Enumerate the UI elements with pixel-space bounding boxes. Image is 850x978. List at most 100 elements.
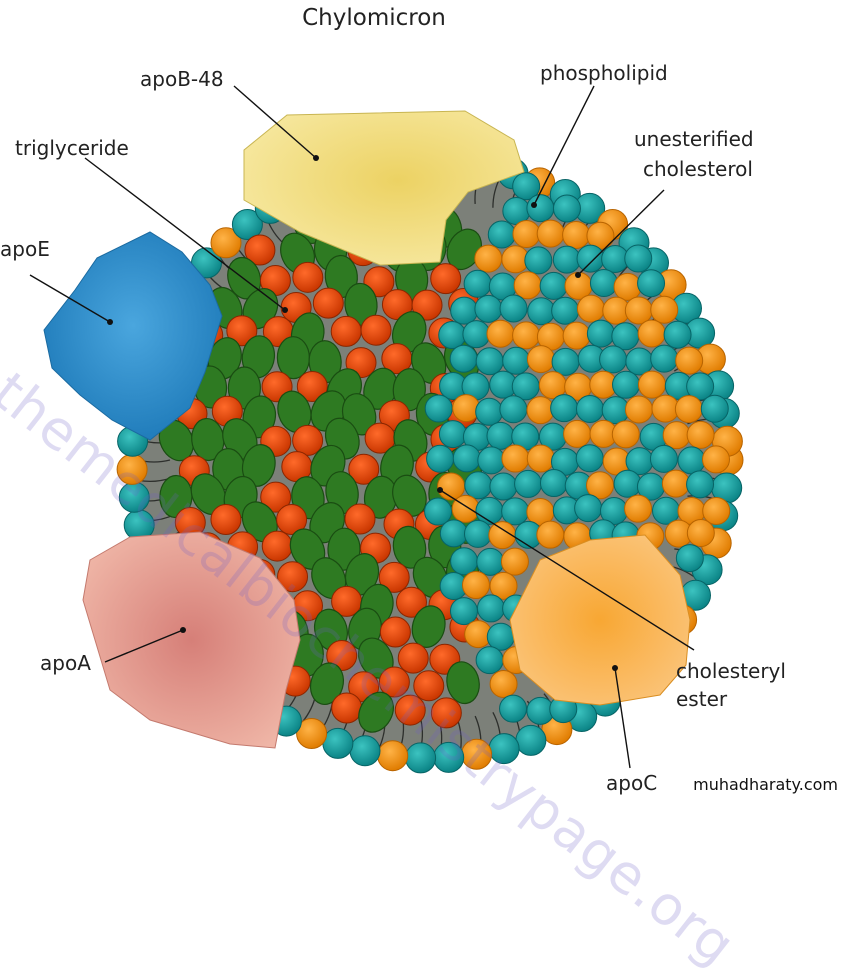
cholesterol-bead [562, 220, 591, 249]
cholesteryl-ester-droplet [326, 640, 358, 672]
cholesteryl-ester-droplet [277, 561, 309, 593]
cholesteryl-ester-droplet [210, 504, 242, 536]
cholesterol-bead [474, 244, 503, 273]
cholesteryl-ester-droplet [296, 370, 328, 402]
cholesterol-bead [210, 227, 242, 259]
cholesteryl-ester-droplet [292, 261, 324, 293]
cholesteryl-ester-droplet [260, 481, 292, 513]
phospholipid-bead [475, 646, 504, 675]
triglyceride-droplet [392, 525, 427, 569]
phospholipid-bead [438, 321, 467, 350]
cholesterol-bead [624, 494, 653, 523]
phospholipid-bead [463, 269, 492, 298]
phospholipid-bead [663, 320, 692, 349]
label-unesterified-line1: unesterified [634, 127, 754, 151]
phospholipid-bead [575, 394, 604, 423]
phospholipid-bead [576, 244, 605, 273]
apob48-protein [243, 110, 525, 266]
triglyceride-droplet [358, 691, 394, 733]
triglyceride-droplet [392, 474, 427, 517]
phospholipid-bead [424, 394, 453, 423]
label-triglyceride: triglyceride [15, 136, 129, 160]
phospholipid-bead [439, 519, 468, 548]
cholesterol-phospholipid-cap [424, 172, 731, 725]
phospholipid-bead [686, 470, 715, 499]
cholesterol-bead [461, 738, 493, 770]
cholesterol-bead [562, 321, 591, 350]
phospholipid-bead [476, 594, 505, 623]
cholesterol-bead [512, 321, 541, 350]
phospholipid-bead [539, 271, 568, 300]
label-phospholipid: phospholipid [540, 61, 668, 85]
diagram-canvas: Chylomicron apoB-48 triglyceride apoE ph… [0, 5, 786, 795]
cholesterol-bead [563, 419, 592, 448]
phospholipid-bead [475, 397, 504, 426]
phospholipid-bead [433, 741, 465, 773]
cholesterol-bead [452, 394, 481, 423]
cholesteryl-ester-droplet [378, 561, 410, 593]
cholesterol-bead [461, 571, 490, 600]
phospholipid-bead [486, 622, 515, 651]
phospholipid-bead [486, 421, 515, 450]
phospholipid-bead [649, 444, 678, 473]
phospholipid-bead [424, 497, 453, 526]
apoc-protein [509, 534, 691, 706]
phospholipid-bead [501, 497, 530, 526]
cholesterol-bead [586, 471, 615, 500]
cholesterol-bead [489, 669, 518, 698]
phospholipid-bead [625, 347, 654, 376]
label-cholesteryl-line2: ester [676, 687, 728, 711]
leader-dots [107, 155, 618, 671]
phospholipid-bead [449, 344, 478, 373]
phospholipid-bead [450, 547, 479, 576]
phospholipid-bead [539, 469, 568, 498]
cholesterol-bead [501, 444, 530, 473]
site-credit: muhadharaty.com [693, 775, 838, 794]
label-unesterified-line2: cholesterol [643, 157, 753, 181]
cholesterol-bead [674, 395, 703, 424]
phospholipid-bead [349, 735, 381, 767]
cholesteryl-ester-droplet [226, 315, 258, 347]
apoe-protein [43, 231, 223, 441]
cholesterol-bead [686, 420, 715, 449]
leader-lines [29, 85, 695, 769]
cholesterol-bead [576, 294, 605, 323]
phospholipid-bead [550, 394, 579, 423]
cholesteryl-ester-droplet [413, 670, 445, 702]
triglyceride-droplet [309, 662, 345, 706]
phospholipid-bead [488, 733, 520, 765]
triglyceride-droplet [446, 661, 480, 705]
phospholipid-bead [462, 320, 491, 349]
cholesterol-bead [611, 420, 640, 449]
cholesterol-bead [686, 519, 715, 548]
cholesterol-bead [536, 520, 565, 549]
phospholipid-bead [514, 469, 543, 498]
phospholipid-bead [475, 347, 504, 376]
phospholipid-bead [650, 344, 679, 373]
triglyceride-droplet [324, 254, 358, 299]
cholesterol-bead [489, 571, 518, 600]
phospholipid-bead [499, 395, 528, 424]
label-apoc: apoC [606, 771, 657, 795]
cholesterol-bead [377, 740, 409, 772]
cholesterol-bead [702, 445, 731, 474]
phospholipid-bead [575, 444, 604, 473]
cholesteryl-ester-droplet [430, 697, 462, 729]
cholesteryl-ester-droplet [397, 642, 429, 674]
label-cholesteryl-line1: cholesteryl [676, 659, 786, 683]
phospholipid-bead [449, 597, 478, 626]
cholesteryl-ester-droplet [244, 234, 276, 266]
phospholipid-bead [487, 220, 516, 249]
cholesterol-bead [513, 271, 542, 300]
cholesterol-bead [650, 295, 679, 324]
cholesteryl-ester-droplet [276, 504, 308, 536]
cholesteryl-ester-droplet [379, 616, 411, 648]
cholesteryl-ester-droplet [378, 666, 410, 698]
cholesteryl-ester-droplet [292, 424, 324, 456]
phospholipid-bead [489, 472, 518, 501]
cholesteryl-ester-droplet [348, 453, 380, 485]
cholesterol-bead [526, 396, 555, 425]
phospholipid-bead [322, 727, 354, 759]
cholesterol-bead [116, 453, 148, 485]
phospholipid-bead [586, 319, 615, 348]
